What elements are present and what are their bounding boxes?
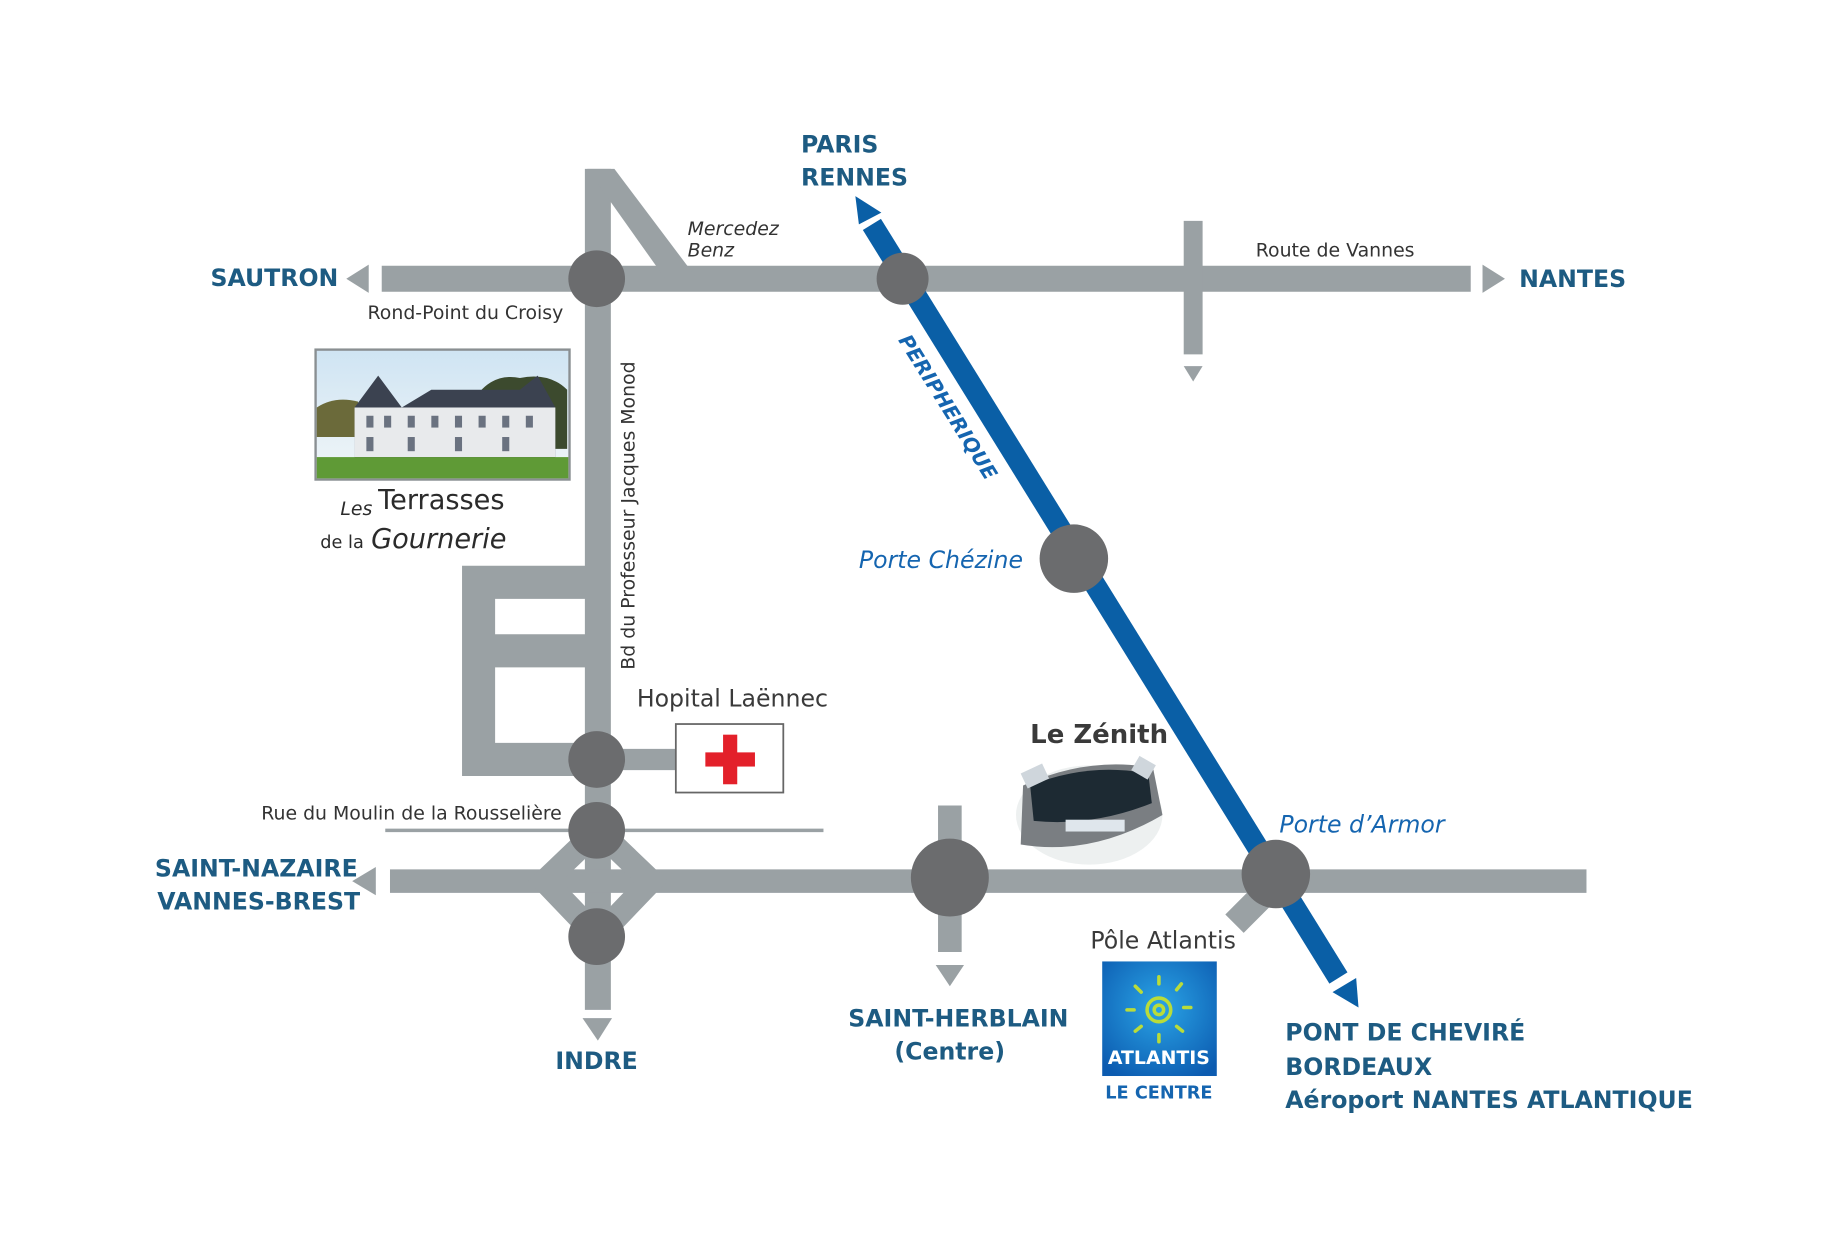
arrow-left-icon xyxy=(346,264,369,293)
road-diagonal-mercedez xyxy=(587,168,698,279)
roundabout-croisy xyxy=(568,250,626,308)
label-bordeaux: BORDEAUX xyxy=(1285,1053,1432,1081)
terrasses-gournerie-logo: Les Terrasses de la Gournerie xyxy=(320,485,506,555)
roundabout-saint-herblain xyxy=(910,838,989,917)
roundabout-moulin xyxy=(568,801,626,859)
chateau-photo xyxy=(314,348,571,481)
svg-text:de la: de la xyxy=(320,533,364,553)
svg-text:Gournerie: Gournerie xyxy=(371,524,506,555)
label-rond-point-croisy: Rond-Point du Croisy xyxy=(368,302,564,324)
svg-text:Les: Les xyxy=(340,498,372,520)
label-rue-du-moulin: Rue du Moulin de la Rousselière xyxy=(261,803,562,825)
roundabouts xyxy=(568,250,1311,965)
label-route-de-vannes: Route de Vannes xyxy=(1256,239,1415,261)
arrow-down-icon xyxy=(582,1018,613,1041)
label-saint-herblain: SAINT-HERBLAIN xyxy=(848,1004,1068,1032)
roundabout-indre xyxy=(568,908,626,965)
label-rennes: RENNES xyxy=(801,163,908,191)
label-saint-nazaire: SAINT-NAZAIRE xyxy=(155,854,358,882)
label-paris: PARIS xyxy=(801,130,878,158)
label-indre: INDRE xyxy=(555,1047,637,1075)
svg-text:LE CENTRE: LE CENTRE xyxy=(1105,1083,1212,1103)
label-hopital: Hopital Laënnec xyxy=(637,684,828,712)
label-bd-jacques-monod: Bd du Professeur Jacques Monod xyxy=(617,361,639,669)
label-mercedez: Mercedez xyxy=(688,218,780,240)
arrow-up-icon xyxy=(855,196,882,225)
label-sautron: SAUTRON xyxy=(210,264,338,292)
label-porte-armor: Porte d’Armor xyxy=(1279,811,1445,839)
arrow-down-icon xyxy=(1332,977,1359,1008)
atlantis-le-centre-logo: ATLANTIS LE CENTRE xyxy=(1102,961,1217,1103)
arrow-down-icon xyxy=(1183,366,1203,382)
label-benz: Benz xyxy=(688,239,736,261)
arrow-down-icon xyxy=(935,964,965,987)
label-pole-atlantis: Pôle Atlantis xyxy=(1090,926,1236,954)
roundabout-porte-armor xyxy=(1241,839,1311,909)
roundabout-porte-chezine xyxy=(1039,524,1109,593)
label-centre: (Centre) xyxy=(894,1037,1005,1065)
hospital-icon xyxy=(674,723,785,794)
svg-text:ATLANTIS: ATLANTIS xyxy=(1108,1047,1210,1069)
roundabout-mercedez xyxy=(876,252,929,305)
roundabout-hopital xyxy=(568,731,626,788)
label-vannes-brest: VANNES-BREST xyxy=(157,887,360,915)
label-nantes: NANTES xyxy=(1519,265,1626,293)
label-zenith: Le Zénith xyxy=(1030,720,1168,750)
arrow-left-icon xyxy=(352,866,376,896)
svg-text:Terrasses: Terrasses xyxy=(377,485,504,516)
road-loop-left xyxy=(462,565,598,777)
label-pont-chevire: PONT DE CHEVIRÉ xyxy=(1285,1019,1525,1047)
label-aeroport: Aéroport NANTES ATLANTIQUE xyxy=(1285,1086,1693,1114)
arrow-right-icon xyxy=(1482,264,1505,293)
zenith-stadium-icon xyxy=(1015,755,1163,865)
label-porte-chezine: Porte Chézine xyxy=(859,546,1023,574)
